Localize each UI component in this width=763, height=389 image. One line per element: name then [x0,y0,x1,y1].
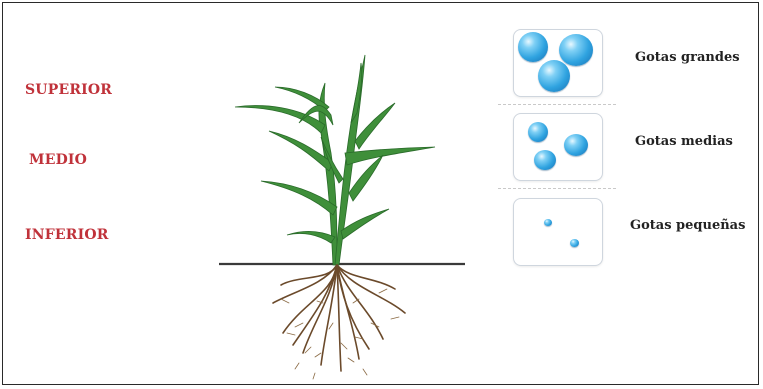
drop-large [538,60,570,92]
drop-large [518,32,548,62]
drop-box-large [513,29,603,97]
drop-medium [564,134,588,156]
drop-box-small [513,198,603,266]
drop-box-medium [513,113,603,181]
drop-label-medium: Gotas medias [635,134,733,149]
drop-label-large: Gotas grandes [635,50,740,65]
drop-large [559,34,593,66]
drop-small [544,219,552,226]
separator-line [498,188,616,189]
separator-line [498,104,616,105]
drop-medium [534,150,556,170]
plant-leaves [235,55,435,265]
plant-roots [273,265,405,371]
drop-medium [528,122,548,142]
diagram-frame: SUPERIOR MEDIO INFERIOR [2,2,759,385]
drop-small [570,239,579,247]
drop-label-small: Gotas pequeñas [630,218,745,233]
